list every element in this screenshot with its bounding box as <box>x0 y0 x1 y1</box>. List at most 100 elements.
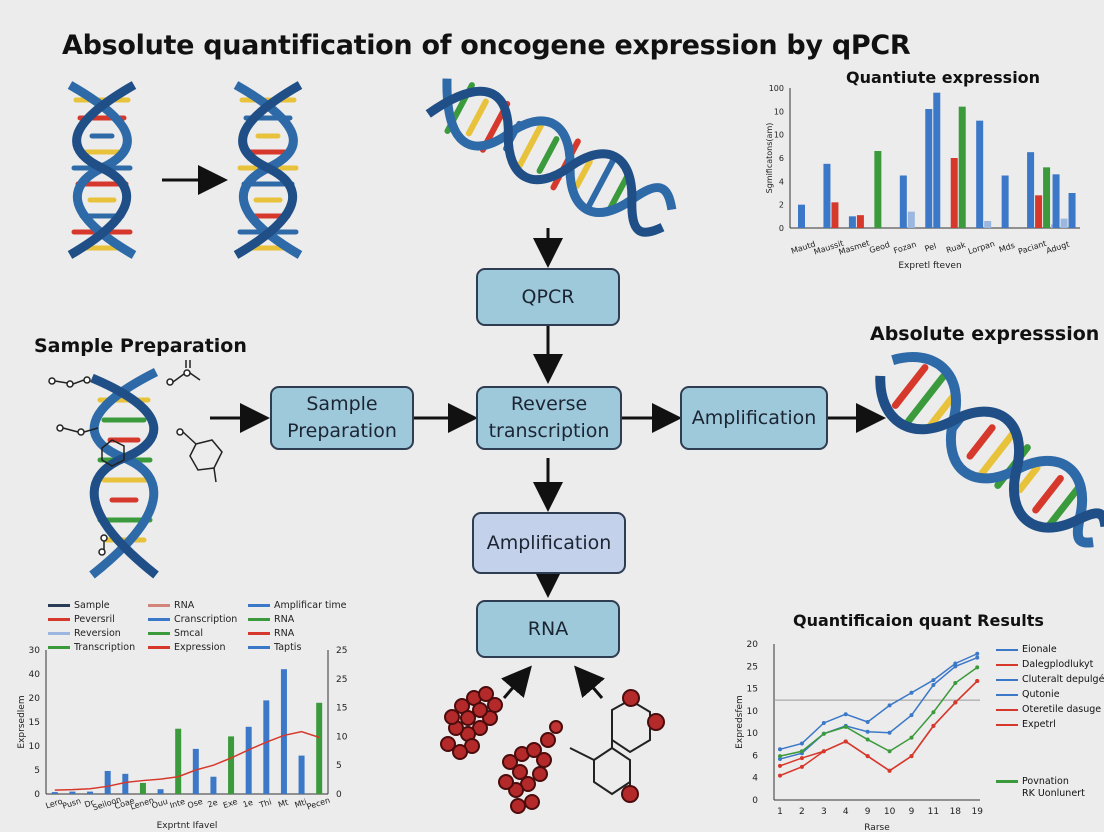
legend-item: Taptis <box>248 642 301 653</box>
red-molecule-cluster-icon <box>440 686 563 814</box>
dna-helix-icon <box>233 81 303 259</box>
y-tick-label: 6 <box>779 154 784 163</box>
data-point <box>887 749 892 754</box>
bar <box>1052 174 1060 228</box>
data-point <box>909 713 914 718</box>
legend-label: Amplificar time <box>274 600 347 611</box>
bar <box>798 204 805 228</box>
x-tick-label: 2e <box>207 798 219 810</box>
molecule-icon <box>48 360 223 556</box>
legend-swatch <box>996 678 1018 681</box>
legend-swatch <box>996 648 1018 651</box>
x-tick-label: Mds <box>998 241 1016 255</box>
data-point <box>975 665 980 670</box>
legend-item: Cranscription <box>148 614 237 625</box>
amplification-label: Amplification <box>691 406 817 429</box>
y-tick-label: 0 <box>752 796 758 806</box>
data-point <box>799 749 804 754</box>
bar <box>823 163 831 228</box>
x-tick-label: 11 <box>928 807 939 817</box>
legend-swatch <box>996 723 1018 726</box>
legend-item: Reversion <box>48 628 121 639</box>
legend-item: Cluteralt depulgé <box>996 672 1104 687</box>
bar <box>1068 193 1076 228</box>
trend-line <box>54 730 320 791</box>
legend-swatch <box>48 604 70 607</box>
x-tick-label: 4 <box>843 807 849 817</box>
series-line <box>779 680 978 777</box>
bar <box>899 175 907 228</box>
legend-item: Dalegplodlukyt <box>996 657 1104 672</box>
data-point <box>975 651 980 656</box>
legend-item: Expetrl <box>996 717 1104 732</box>
bar <box>280 669 287 794</box>
legend-label: Oteretile dasuge <box>1022 704 1102 715</box>
x-tick-label: Exe <box>222 797 239 810</box>
legend-item: Sample <box>48 600 110 611</box>
legend-swatch <box>148 604 170 607</box>
x-tick-label: Pecen <box>306 796 331 812</box>
legend-swatch <box>248 618 270 621</box>
legend-label: Cranscription <box>174 614 238 625</box>
x-tick-label: Lorpan <box>967 239 996 256</box>
dna-helix-icon <box>89 367 159 579</box>
amplification-lower-box: Amplification <box>472 512 626 574</box>
y-tick-label: 20 <box>29 694 41 704</box>
amplification-lower-label: Amplification <box>486 531 612 554</box>
legend-swatch <box>996 693 1018 696</box>
flow-arrows <box>210 228 886 699</box>
series-line <box>779 666 978 757</box>
y-tick-label: 10 <box>774 107 784 116</box>
legend-item: Oteretile dasuge <box>996 702 1104 717</box>
legend-label: RNA <box>274 628 295 639</box>
bar <box>874 151 882 228</box>
y-right-tick-label: 5 <box>336 761 342 771</box>
data-point <box>909 690 914 695</box>
x-tick-label: Ose <box>186 797 203 810</box>
data-point <box>975 679 980 684</box>
y-tick-label: 25 <box>747 662 758 672</box>
series-line <box>779 656 978 760</box>
data-point <box>909 754 914 759</box>
legend-item: Expression <box>148 642 226 653</box>
y-tick-label: 40 <box>29 670 41 680</box>
legend-label: Transcription <box>74 642 136 653</box>
data-point <box>799 764 804 769</box>
data-point <box>865 720 870 724</box>
amplification-box: Amplification <box>680 386 828 450</box>
y-tick-label: 4 <box>779 177 784 186</box>
data-point <box>821 720 826 725</box>
bar <box>976 120 984 228</box>
x-tick-label: 2 <box>799 807 805 817</box>
legend-swatch <box>996 780 1018 783</box>
legend-item: Peversril <box>48 614 115 625</box>
legend-label: RNA <box>274 614 295 625</box>
sample-preparation-label-1: Sample <box>306 393 378 415</box>
legend-label: Expetrl <box>1022 719 1056 730</box>
y-right-tick-label: 0 <box>336 790 342 800</box>
y-tick-label: 20 <box>747 640 759 650</box>
sample-preparation-box: Sample Preparation <box>270 386 414 450</box>
molecule-structure-icon <box>569 689 665 803</box>
y-tick-label: 6 <box>752 751 758 761</box>
legend-label: Eionale <box>1022 644 1057 655</box>
y-tick-label: 4 <box>752 774 758 784</box>
legend-item: RNA <box>148 600 194 611</box>
bar <box>51 792 58 794</box>
sample-preparation-label-2: Preparation <box>287 420 397 442</box>
data-point <box>909 735 914 740</box>
x-tick-label: Geod <box>868 240 891 255</box>
data-point <box>953 700 958 705</box>
data-point <box>778 763 782 768</box>
x-tick-label: 9 <box>865 807 871 817</box>
x-axis-label: Exprtnt Ifavel <box>157 821 218 831</box>
x-tick-label: Inte <box>169 797 187 810</box>
data-point <box>931 678 936 683</box>
data-point <box>821 731 826 736</box>
bar <box>984 221 992 228</box>
bar <box>907 211 915 228</box>
legend-swatch <box>248 646 270 649</box>
data-point <box>865 754 870 759</box>
x-tick-label: Pusn <box>61 796 82 810</box>
